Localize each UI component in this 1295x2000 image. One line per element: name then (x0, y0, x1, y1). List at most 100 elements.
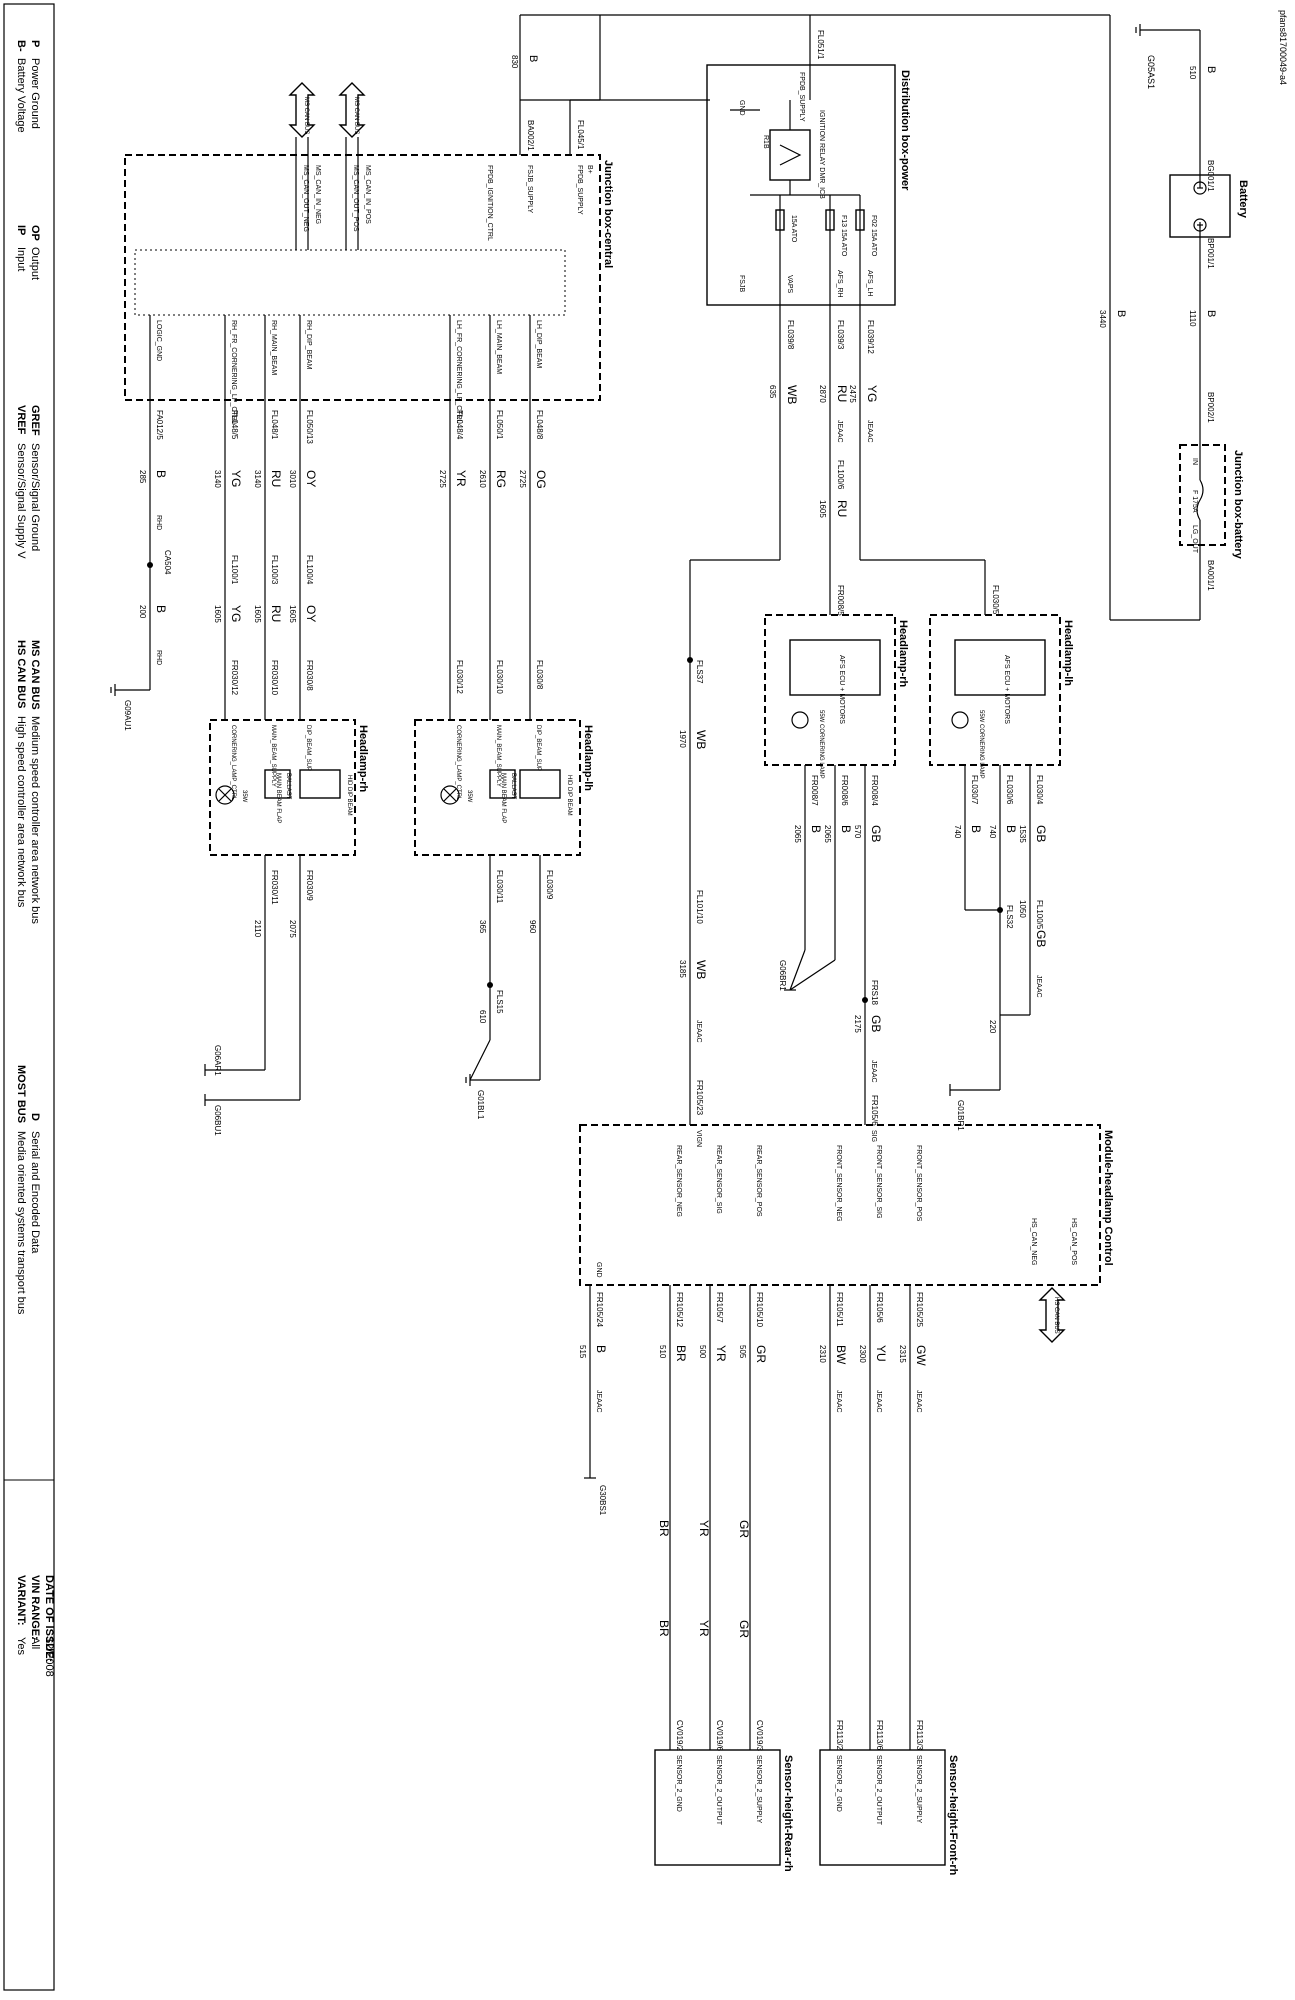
svg-text:FR008/7: FR008/7 (810, 775, 819, 806)
cornering-bulb-rh-icon (215, 785, 235, 805)
svg-text:BALLAST: BALLAST (510, 773, 516, 800)
svg-text:LH_MAIN_BEAM: LH_MAIN_BEAM (495, 320, 502, 374)
svg-text:G30BS1: G30BS1 (598, 1485, 607, 1516)
svg-text:FPDB_SUPPLY: FPDB_SUPPLY (798, 72, 805, 122)
svg-text:515: 515 (578, 1345, 587, 1359)
svg-text:FL048/8: FL048/8 (535, 410, 544, 440)
svg-text:FL030/10: FL030/10 (495, 660, 504, 694)
svg-text:YR: YR (714, 1345, 728, 1362)
svg-text:HS_CAN_NEG: HS_CAN_NEG (1030, 1218, 1037, 1265)
svg-text:740: 740 (953, 825, 962, 839)
svg-text:FR030/9: FR030/9 (305, 870, 314, 901)
svg-text:VIN RANGE:: VIN RANGE: (29, 1575, 41, 1640)
svg-text:FL100/5: FL100/5 (1035, 900, 1044, 930)
svg-text:B: B (154, 605, 168, 613)
svg-text:B: B (1205, 310, 1217, 317)
svg-text:REAR_SENSOR_POS: REAR_SENSOR_POS (755, 1145, 762, 1217)
svg-text:CORNERING_LAMP_CTRL: CORNERING_LAMP_CTRL (230, 725, 236, 801)
svg-text:MAIN BEAM FLAP: MAIN BEAM FLAP (500, 773, 506, 823)
jbc-output-lh-main: LH_MAIN_BEAM FL050/1 2610 RG (478, 315, 508, 720)
svg-text:35W: 35W (241, 790, 247, 803)
sensor-wire-rear-supply: FR105/10 505 GR GR GR CV019/3 (737, 1285, 768, 1752)
svg-text:RG: RG (494, 470, 508, 488)
svg-text:FR105/11: FR105/11 (835, 1292, 844, 1327)
svg-text:VARIANT:: VARIANT: (15, 1575, 27, 1626)
svg-text:FR008/5: FR008/5 (836, 585, 845, 616)
svg-text:R1B: R1B (762, 135, 769, 149)
svg-text:FPDB_SUPPLY: FPDB_SUPPLY (576, 165, 583, 215)
svg-text:FL030/8: FL030/8 (535, 660, 544, 690)
svg-text:YG: YG (865, 385, 879, 402)
sensor-wire-front-supply: FR105/25 2315 GW JEAAC FR113/3 (898, 1285, 928, 1751)
svg-text:FR008/6: FR008/6 (840, 775, 849, 806)
svg-text:510: 510 (658, 1345, 667, 1359)
junction-box-central (124, 154, 601, 401)
svg-text:REAR_SENSOR_SIG: REAR_SENSOR_SIG (715, 1145, 722, 1214)
svg-text:MOST BUS: MOST BUS (15, 1065, 27, 1123)
svg-text:FR113/3: FR113/3 (915, 1720, 924, 1751)
svg-text:FR105/25: FR105/25 (915, 1292, 924, 1328)
svg-text:IP: IP (15, 225, 27, 235)
headlamp-rh-afs (764, 614, 896, 766)
svg-text:FR030/11: FR030/11 (270, 870, 279, 905)
svg-text:G06BU1: G06BU1 (213, 1105, 222, 1136)
distribution-box (706, 64, 896, 306)
headlamp-lh-hid (414, 719, 581, 856)
svg-text:SENSOR_2_OUTPUT: SENSOR_2_OUTPUT (875, 1755, 882, 1826)
svg-text:FR008/4: FR008/4 (870, 775, 879, 806)
svg-text:55W CORNERING LAMP: 55W CORNERING LAMP (978, 710, 984, 779)
svg-text:FRONT_SENSOR_NEG: FRONT_SENSOR_NEG (835, 1145, 842, 1222)
svg-text:Headlamp-lh: Headlamp-lh (582, 725, 594, 791)
svg-text:610: 610 (478, 1010, 487, 1024)
svg-text:BA002/1: BA002/1 (526, 120, 535, 151)
svg-text:REAR_SENSOR_NEG: REAR_SENSOR_NEG (675, 1145, 682, 1217)
sensor-wire-front-gnd: FR105/11 2310 BW JEAAC FR113/2 (818, 1285, 848, 1751)
svg-text:B: B (594, 1345, 608, 1353)
svg-text:DIP_BEAM_SUP: DIP_BEAM_SUP (535, 725, 541, 771)
svg-text:2725: 2725 (518, 470, 527, 488)
svg-text:GB: GB (869, 1015, 883, 1032)
jbc-output-lh-corner: LH_FR_CORNERING_LP_CTRL FL048/4 2725 YR (438, 315, 468, 720)
svg-text:MAIN_BEAM_SUPPLY: MAIN_BEAM_SUPPLY (270, 725, 276, 787)
svg-text:FR113/6: FR113/6 (875, 1720, 884, 1751)
svg-text:FR030/10: FR030/10 (270, 660, 279, 696)
svg-text:FSJB_SUPPLY: FSJB_SUPPLY (526, 165, 533, 213)
svg-text:Battery Voltage: Battery Voltage (15, 58, 27, 133)
svg-text:RU: RU (835, 385, 849, 402)
svg-text:Output: Output (29, 247, 41, 280)
svg-text:FLS15: FLS15 (495, 990, 504, 1014)
svg-text:1050: 1050 (1018, 900, 1027, 918)
svg-text:Sensor/Signal Supply V: Sensor/Signal Supply V (15, 443, 27, 559)
jbc-output-rh-main: RH_MAIN_BEAM FL048/1 3140 RU FL100/3 160… (253, 315, 283, 720)
svg-text:YG: YG (229, 605, 243, 622)
svg-text:FL101/10: FL101/10 (695, 890, 704, 924)
svg-text:SENSOR_2_GND: SENSOR_2_GND (675, 1755, 682, 1812)
svg-text:3440: 3440 (1098, 310, 1107, 328)
svg-text:OP: OP (29, 225, 41, 241)
svg-text:Headlamp-rh: Headlamp-rh (897, 620, 909, 688)
svg-text:GB: GB (869, 825, 883, 842)
svg-text:SENSOR_2_GND: SENSOR_2_GND (835, 1755, 842, 1812)
svg-text:IN: IN (1191, 458, 1198, 465)
svg-text:G01BL1: G01BL1 (476, 1090, 485, 1120)
svg-text:BR: BR (674, 1345, 688, 1362)
svg-text:GR: GR (754, 1345, 768, 1363)
svg-text:GR: GR (737, 1520, 751, 1538)
svg-text:Sensor-height-Front-rh: Sensor-height-Front-rh (947, 1755, 959, 1876)
sensor-wire-front-output: FR105/6 2300 YU JEAAC FR113/6 (858, 1285, 888, 1751)
svg-text:G09AU1: G09AU1 (123, 700, 132, 731)
svg-text:3185: 3185 (678, 960, 687, 978)
svg-text:HID DIP BEAM: HID DIP BEAM (566, 775, 572, 816)
svg-text:YG: YG (229, 470, 243, 487)
legend-col-5: MOST BUS Media oriented systems transpor… (15, 1065, 41, 1315)
ballast-lh (489, 769, 516, 799)
svg-text:FL039/3: FL039/3 (836, 320, 845, 350)
dist-output-2: FL039/3 2870 RU JEAAC FL100/6 1605 RU FR… (818, 305, 849, 616)
svg-text:FA012/5: FA012/5 (155, 410, 164, 440)
svg-text:1970: 1970 (678, 730, 687, 748)
svg-text:510: 510 (1188, 66, 1197, 80)
svg-text:RH_DIP_BEAM: RH_DIP_BEAM (305, 320, 312, 370)
svg-text:FL030/4: FL030/4 (1035, 775, 1044, 805)
svg-text:FR030/8: FR030/8 (305, 660, 314, 691)
svg-text:FL100/3: FL100/3 (270, 555, 279, 585)
